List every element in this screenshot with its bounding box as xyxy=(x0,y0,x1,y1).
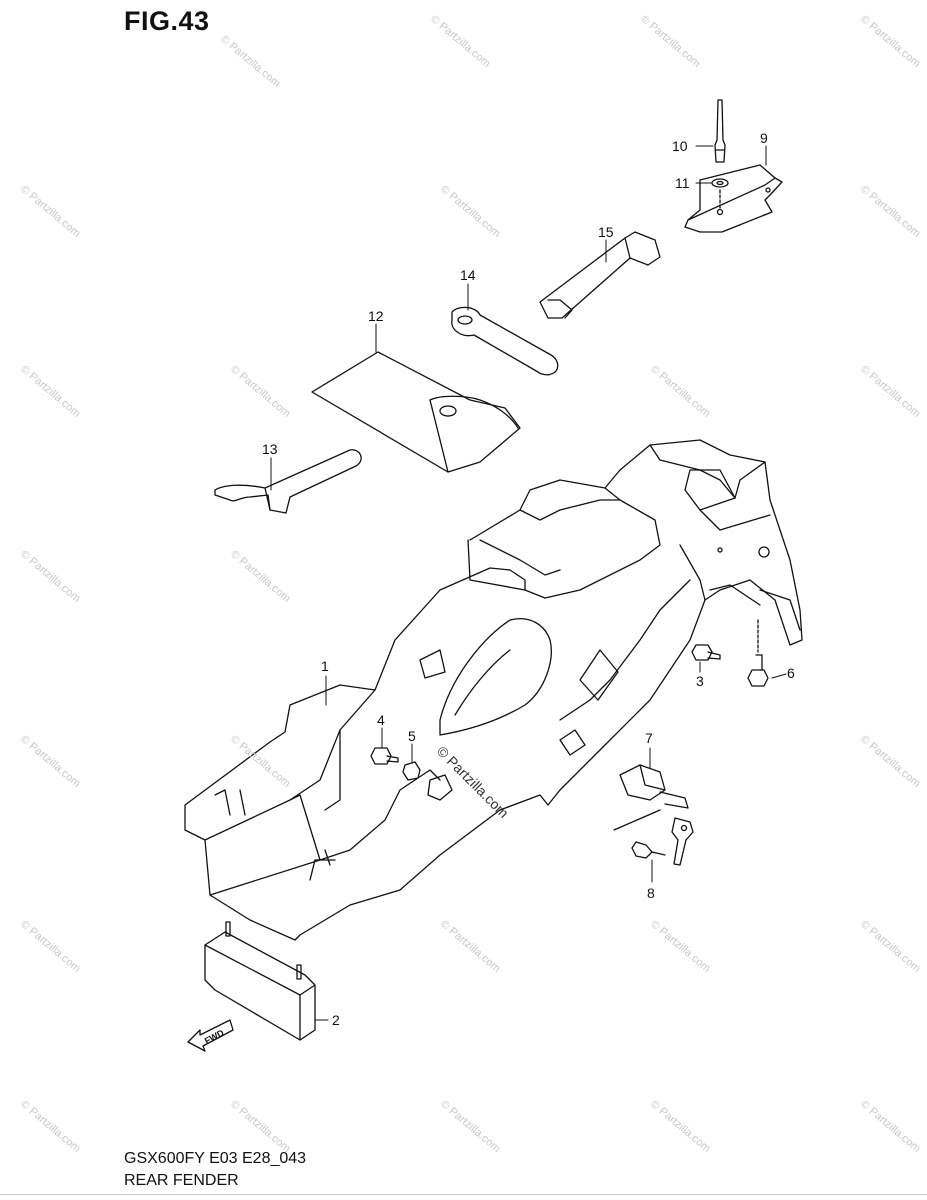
watermark-text: © Partzilla.com xyxy=(228,733,292,790)
fwd-direction-arrow xyxy=(187,1019,234,1052)
watermark-text: © Partzilla.com xyxy=(638,13,702,70)
part-14-wrench xyxy=(451,306,559,376)
callout-10: 10 xyxy=(672,138,688,154)
callout-6: 6 xyxy=(787,665,795,681)
watermark-text: © Partzilla.com xyxy=(858,13,922,70)
part-15-strap xyxy=(539,231,661,319)
watermark-text: © Partzilla.com xyxy=(18,183,82,240)
watermark-layer: © Partzilla.com © Partzilla.com © Partzi… xyxy=(18,13,922,1155)
watermark-text: © Partzilla.com xyxy=(18,918,82,975)
callout-7: 7 xyxy=(645,730,653,746)
leader-lines xyxy=(270,145,787,1021)
watermark-text: © Partzilla.com xyxy=(18,548,82,605)
part-9-bracket xyxy=(684,164,783,233)
callout-13: 13 xyxy=(262,441,278,457)
watermark-text: © Partzilla.com xyxy=(858,918,922,975)
watermark-text: © Partzilla.com xyxy=(228,363,292,420)
watermark-text: © Partzilla.com xyxy=(428,13,492,70)
watermark-text: © Partzilla.com xyxy=(18,733,82,790)
callout-15: 15 xyxy=(598,224,614,240)
watermark-text: © Partzilla.com xyxy=(18,1098,82,1155)
callout-12: 12 xyxy=(368,308,384,324)
part-8-bolt xyxy=(631,841,666,859)
svg-text:© Partzilla.com: © Partzilla.com xyxy=(434,743,512,821)
watermark-text: © Partzilla.com xyxy=(18,363,82,420)
part-2-guard-plate xyxy=(204,921,316,1041)
center-watermark: © Partzilla.com xyxy=(434,743,512,821)
watermark-text: © Partzilla.com xyxy=(648,1098,712,1155)
bottom-divider xyxy=(0,1194,927,1195)
callout-2: 2 xyxy=(332,1012,340,1028)
watermark-text: © Partzilla.com xyxy=(218,33,282,90)
callout-3: 3 xyxy=(696,673,704,689)
callout-4: 4 xyxy=(377,712,385,728)
part-10-pin xyxy=(714,99,726,163)
part-12-pouch xyxy=(311,351,521,473)
watermark-text: © Partzilla.com xyxy=(858,1098,922,1155)
callout-9: 9 xyxy=(760,130,768,146)
watermark-text: © Partzilla.com xyxy=(858,733,922,790)
watermark-text: © Partzilla.com xyxy=(438,918,502,975)
watermark-text: © Partzilla.com xyxy=(228,1098,292,1155)
part-13-spanner xyxy=(214,449,362,514)
callout-14: 14 xyxy=(460,267,476,283)
part-1-rear-fender xyxy=(184,439,803,941)
part-7-seat-lock xyxy=(613,764,694,866)
part-6-bolt xyxy=(747,619,769,687)
figure-title: FIG.43 xyxy=(124,6,210,36)
watermark-text: © Partzilla.com xyxy=(648,918,712,975)
callout-8: 8 xyxy=(647,885,655,901)
part-11-washer xyxy=(711,178,729,211)
part-4-bolt xyxy=(370,747,399,765)
watermark-text: © Partzilla.com xyxy=(438,1098,502,1155)
part-3-bolt xyxy=(691,644,721,661)
part-5-nut xyxy=(402,761,421,781)
callout-5: 5 xyxy=(408,728,416,744)
watermark-text: © Partzilla.com xyxy=(858,363,922,420)
model-code: GSX600FY E03 E28_043 xyxy=(124,1150,307,1167)
watermark-text: © Partzilla.com xyxy=(228,548,292,605)
watermark-text: © Partzilla.com xyxy=(648,363,712,420)
watermark-text: © Partzilla.com xyxy=(438,183,502,240)
section-name: REAR FENDER xyxy=(124,1172,239,1189)
callout-1: 1 xyxy=(321,658,329,674)
callout-11: 11 xyxy=(675,175,690,191)
watermark-text: © Partzilla.com xyxy=(858,183,922,240)
